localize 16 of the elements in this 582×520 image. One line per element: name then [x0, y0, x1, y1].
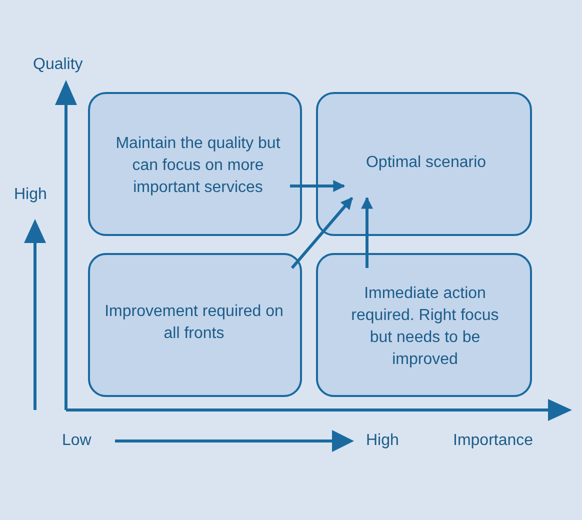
quadrant-text: Improvement required on all fronts: [104, 302, 284, 344]
axis-label: High: [14, 186, 47, 204]
axis-label: Quality: [33, 56, 83, 74]
quadrant-text: Optimal scenario: [364, 153, 488, 173]
arrow: [290, 197, 354, 269]
axis-label: Importance: [453, 432, 534, 450]
quadrant-text: Immediate action required. Right focus but needs to be improved: [350, 284, 500, 370]
arrow: [290, 180, 346, 192]
quadrant-box: [316, 92, 532, 236]
axis-label: Low: [62, 432, 92, 450]
quadrant-box: [88, 92, 302, 236]
quadrant-box: [316, 253, 532, 397]
quadrant-box: [88, 253, 302, 397]
arrow: [361, 196, 373, 268]
quadrant-text: Maintain the quality but can focus on more important services: [114, 134, 282, 198]
axis-label: High: [366, 432, 399, 450]
